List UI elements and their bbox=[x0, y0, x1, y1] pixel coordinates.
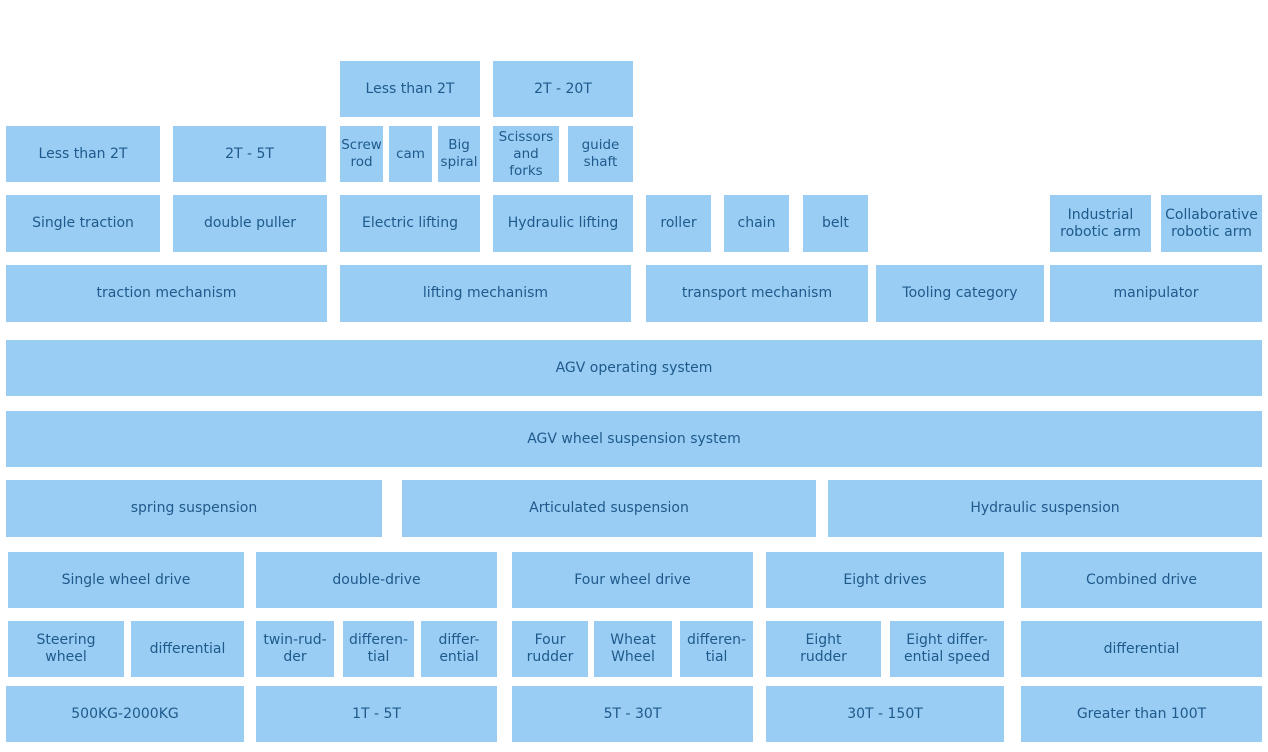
wheat-wheel-box: Wheat Wheel bbox=[594, 621, 672, 677]
eight-differential-speed-box: Eight differ- ential speed bbox=[890, 621, 1004, 677]
cam-box: cam bbox=[389, 126, 432, 182]
single-wheel-drive-box: Single wheel drive bbox=[8, 552, 244, 608]
differential-box-four: differen- tial bbox=[680, 621, 753, 677]
capacity-5t-30t: 5T - 30T bbox=[512, 686, 753, 742]
lifting-capacity-less-than-2t: Less than 2T bbox=[340, 61, 480, 117]
combined-drive-box: Combined drive bbox=[1021, 552, 1262, 608]
spring-suspension-box: spring suspension bbox=[6, 480, 382, 537]
differential-box-combined: differential bbox=[1021, 621, 1262, 677]
roller-box: roller bbox=[646, 195, 711, 252]
manipulator-box: manipulator bbox=[1050, 265, 1262, 322]
steering-wheel-box: Steering wheel bbox=[8, 621, 124, 677]
industrial-robotic-arm-box: Industrial robotic arm bbox=[1050, 195, 1151, 252]
capacity-30t-150t: 30T - 150T bbox=[766, 686, 1004, 742]
twin-rudder-box: twin-rud- der bbox=[256, 621, 334, 677]
traction-mechanism-box: traction mechanism bbox=[6, 265, 327, 322]
scissors-and-forks-box: Scissors and forks bbox=[493, 126, 559, 182]
hydraulic-suspension-box: Hydraulic suspension bbox=[828, 480, 1262, 537]
collaborative-robotic-arm-box: Collaborative robotic arm bbox=[1161, 195, 1262, 252]
eight-drives-box: Eight drives bbox=[766, 552, 1004, 608]
four-rudder-box: Four rudder bbox=[512, 621, 588, 677]
double-drive-box: double-drive bbox=[256, 552, 497, 608]
chain-box: chain bbox=[724, 195, 789, 252]
capacity-500kg-2000kg: 500KG-2000KG bbox=[6, 686, 244, 742]
differential-box-double-2: differ- ential bbox=[421, 621, 497, 677]
agv-wheel-suspension-system-box: AGV wheel suspension system bbox=[6, 411, 1262, 467]
lifting-mechanism-box: lifting mechanism bbox=[340, 265, 631, 322]
capacity-greater-than-100t: Greater than 100T bbox=[1021, 686, 1262, 742]
articulated-suspension-box: Articulated suspension bbox=[402, 480, 816, 537]
eight-rudder-box: Eight rudder bbox=[766, 621, 881, 677]
capacity-1t-5t: 1T - 5T bbox=[256, 686, 497, 742]
traction-capacity-2t-5t: 2T - 5T bbox=[173, 126, 326, 182]
big-spiral-box: Big spiral bbox=[438, 126, 480, 182]
four-wheel-drive-box: Four wheel drive bbox=[512, 552, 753, 608]
traction-capacity-less-than-2t: Less than 2T bbox=[6, 126, 160, 182]
differential-box-single: differential bbox=[131, 621, 244, 677]
single-traction-box: Single traction bbox=[6, 195, 160, 252]
differential-box-double-1: differen- tial bbox=[343, 621, 414, 677]
screw-rod-box: Screw rod bbox=[340, 126, 383, 182]
lifting-capacity-2t-20t: 2T - 20T bbox=[493, 61, 633, 117]
belt-box: belt bbox=[803, 195, 868, 252]
tooling-category-box: Tooling category bbox=[876, 265, 1044, 322]
hydraulic-lifting-box: Hydraulic lifting bbox=[493, 195, 633, 252]
double-puller-box: double puller bbox=[173, 195, 327, 252]
guide-shaft-box: guide shaft bbox=[568, 126, 633, 182]
transport-mechanism-box: transport mechanism bbox=[646, 265, 868, 322]
electric-lifting-box: Electric lifting bbox=[340, 195, 480, 252]
agv-operating-system-box: AGV operating system bbox=[6, 340, 1262, 396]
